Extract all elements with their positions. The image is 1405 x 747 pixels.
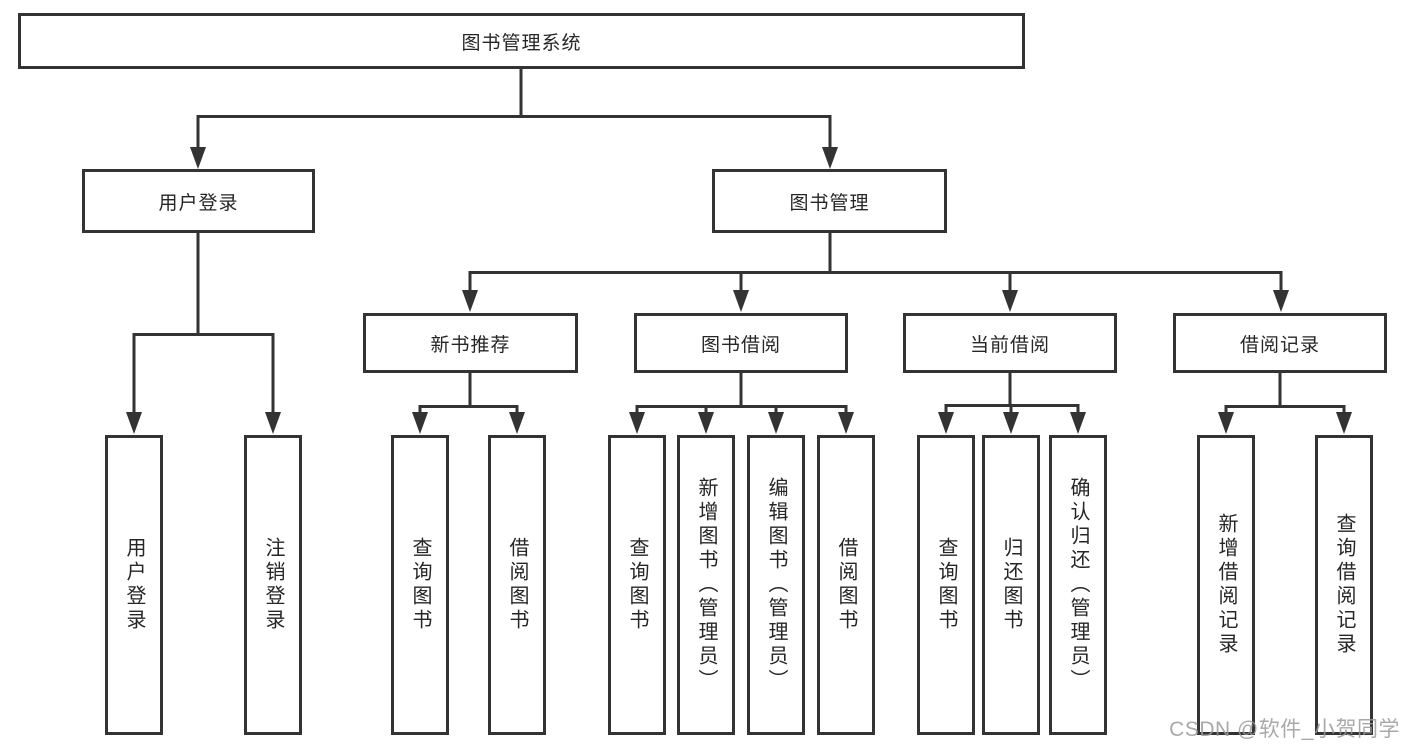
node-label: 新增借阅记录 [1215, 513, 1237, 657]
leaf-edit-books-admin: 编辑图书（管理员） [747, 435, 805, 735]
leaf-query-books-recommend: 查询图书 [391, 435, 449, 735]
node-label: 图书管理 [789, 192, 870, 214]
node-label: 注销登录 [262, 537, 284, 633]
node-label: 新增图书（管理员） [695, 477, 717, 693]
node-book-borrow: 图书借阅 [634, 313, 848, 373]
connector-user-login-children [132, 233, 275, 415]
leaf-logout: 注销登录 [244, 435, 302, 735]
arrowheads-book-borrow-children [629, 412, 854, 434]
arrowheads-new-book-children [412, 412, 525, 434]
node-label: 新书推荐 [430, 334, 511, 356]
node-label: 查询图书 [626, 537, 648, 633]
node-label: 借阅图书 [835, 537, 857, 633]
connector-book-borrow-children [635, 373, 848, 414]
csdn-watermark: CSDN @软件_小贺同学 [1169, 718, 1400, 741]
leaf-return-books: 归还图书 [982, 435, 1040, 735]
node-new-book-recommend: 新书推荐 [363, 313, 578, 373]
leaf-add-borrow-record: 新增借阅记录 [1197, 435, 1255, 735]
leaf-add-books-admin: 新增图书（管理员） [677, 435, 735, 735]
leaf-borrow-books: 借阅图书 [817, 435, 875, 735]
node-borrow-records: 借阅记录 [1173, 313, 1387, 373]
arrowheads-borrow-records-children [1218, 412, 1352, 434]
node-current-borrow: 当前借阅 [903, 313, 1117, 373]
node-label: 查询借阅记录 [1333, 513, 1355, 657]
leaf-borrow-books-recommend: 借阅图书 [488, 435, 546, 735]
node-label: 查询图书 [409, 537, 431, 633]
arrowheads-current-borrow-children [938, 412, 1086, 434]
leaf-query-books-current: 查询图书 [917, 435, 975, 735]
node-label: 确认归还（管理员） [1067, 477, 1089, 693]
arrowheads-user-login-children [126, 412, 281, 434]
node-label: 图书借阅 [700, 334, 781, 356]
node-label: 归还图书 [1000, 537, 1022, 633]
arrowheads-level3 [462, 290, 1289, 312]
connector-root-to-level2 [196, 69, 832, 150]
node-label: 借阅图书 [506, 537, 528, 633]
connector-new-book-children [418, 373, 519, 414]
leaf-user-login: 用户登录 [105, 435, 163, 735]
leaf-query-books-borrow: 查询图书 [608, 435, 666, 735]
node-label: 用户登录 [158, 192, 239, 214]
node-user-login: 用户登录 [82, 169, 315, 233]
node-book-management: 图书管理 [712, 169, 947, 233]
node-label: 当前借阅 [969, 334, 1050, 356]
arrowheads-level2 [190, 147, 838, 169]
node-label: 图书管理系统 [461, 32, 582, 54]
node-library-management-system: 图书管理系统 [18, 13, 1025, 69]
node-label: 查询图书 [935, 537, 957, 633]
connector-borrow-records-children [1224, 373, 1346, 414]
node-label: 编辑图书（管理员） [765, 477, 787, 693]
leaf-query-borrow-record: 查询借阅记录 [1315, 435, 1373, 735]
connector-book-management-to-level3 [468, 233, 1283, 293]
connector-current-borrow-children [944, 373, 1080, 414]
node-label: 用户登录 [123, 537, 145, 633]
node-label: 借阅记录 [1239, 334, 1320, 356]
leaf-confirm-return-admin: 确认归还（管理员） [1049, 435, 1107, 735]
